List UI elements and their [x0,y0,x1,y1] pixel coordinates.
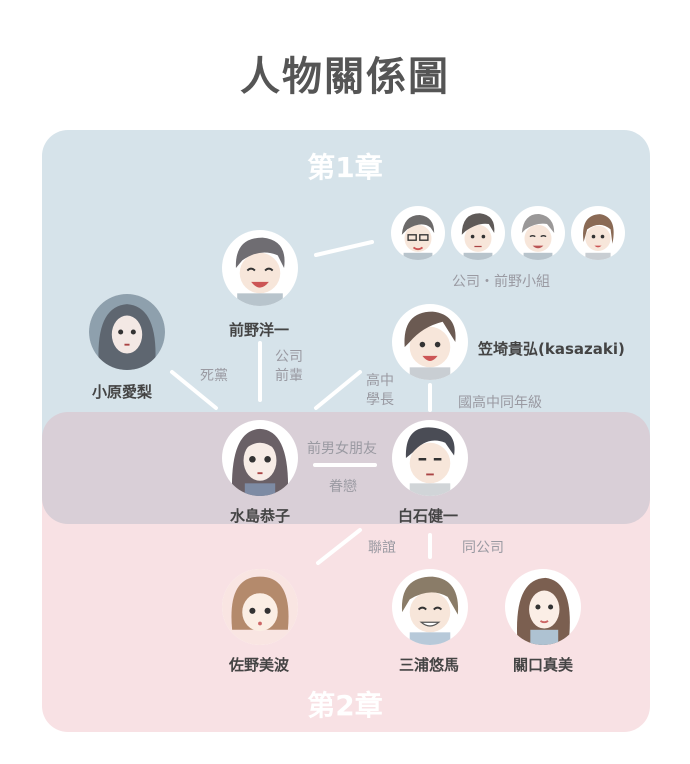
person-portrait-icon [405,427,455,496]
person-portrait-icon [521,214,555,260]
avatar-sano[interactable] [222,569,298,645]
relation-ex-partners: 前男女朋友 [307,441,377,457]
person-portrait-icon [583,214,614,260]
name-sekiguchi: 關口真美 [513,656,574,674]
name-maeno: 前野洋一 [229,321,290,339]
group-member-avatar[interactable] [391,206,445,260]
person-portrait-icon [89,294,165,370]
relation-best-friend: 死黨 [200,368,228,384]
line-kasazaki-mizushima [314,370,362,410]
person-portrait-icon [231,428,289,496]
avatar-ohara[interactable] [89,294,165,370]
person-portrait-icon [516,577,570,645]
relation-same-company: 同公司 [462,540,504,556]
relation-classmates: 國高中同年級 [458,395,542,411]
shared-chapter-band [42,412,650,524]
chapter-2-label: 第2章 [307,689,383,722]
relation-longing: 眷戀 [329,479,357,495]
relation-mixer: 聯誼 [368,540,396,556]
name-kasazaki: 笠埼貴弘(kasazaki) [478,340,625,358]
line-ohara-mizushima [170,370,218,410]
person-portrait-icon [222,569,298,645]
name-sano: 佐野美波 [229,656,290,674]
avatar-mizushima[interactable] [222,420,298,496]
avatar-maeno[interactable] [222,230,298,306]
name-shiraishi: 白石健一 [398,507,459,525]
avatar-miura[interactable] [392,569,468,645]
person-portrait-icon [401,576,459,645]
group-label: 公司・前野小組 [452,274,550,290]
avatar-shiraishi[interactable] [392,420,468,496]
group-member-avatar[interactable] [571,206,625,260]
page-title: 人物關係圖 [240,54,450,100]
person-portrait-icon [404,311,456,380]
avatar-sekiguchi[interactable] [505,569,581,645]
chapter-1-label: 第1章 [307,151,383,184]
line-shiraishi-sano [316,528,362,565]
relation-hs-senior: 高中 學長 [366,373,394,408]
person-portrait-icon [461,213,495,260]
person-portrait-icon [235,237,285,306]
name-mizushima: 水島恭子 [230,507,291,525]
person-portrait-icon [401,215,435,260]
avatar-kasazaki[interactable] [392,304,468,380]
group-member-avatar[interactable] [511,206,565,260]
relation-company-senior: 公司 前輩 [275,349,303,384]
group-member-avatar[interactable] [451,206,505,260]
name-miura: 三浦悠馬 [399,656,460,674]
line-maeno-group [314,240,374,257]
name-ohara: 小原愛梨 [92,383,153,401]
